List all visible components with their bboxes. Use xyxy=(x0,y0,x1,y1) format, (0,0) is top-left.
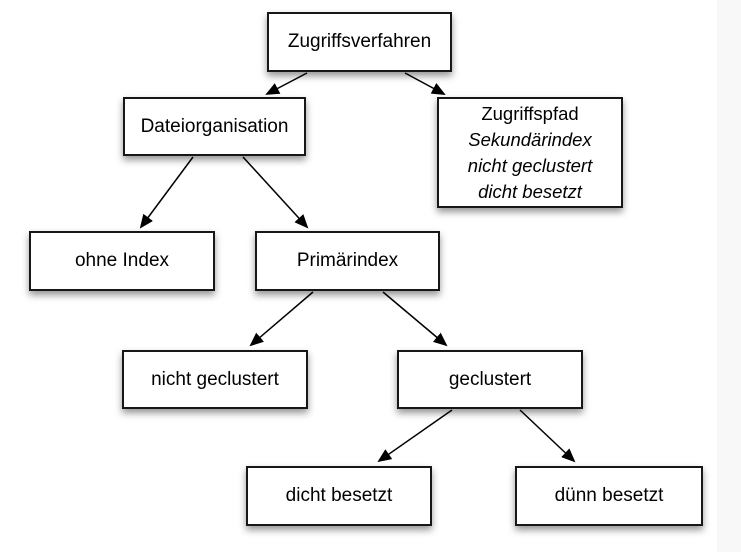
node-label: nicht geclustert xyxy=(151,368,279,390)
node-label: Dateiorganisation xyxy=(140,115,289,137)
node-label-line: nicht geclustert xyxy=(467,154,593,176)
node-zugriffsverfahren: Zugriffsverfahren xyxy=(267,12,452,72)
arrow-zugriffsverfahren-zugriffspfad xyxy=(404,72,446,95)
arrow-geclustert-duenn-besetzt xyxy=(519,409,576,463)
arrow-geclustert-dicht-besetzt xyxy=(377,409,453,463)
node-zugriffspfad: Zugriffspfad Sekundärindex nicht geclust… xyxy=(437,97,623,208)
node-ohne-index: ohne Index xyxy=(29,231,215,291)
arrow-dateiorganisation-primaerindex xyxy=(242,156,309,229)
arrow-primaerindex-nicht-geclustert xyxy=(249,291,314,347)
node-label: ohne Index xyxy=(74,250,170,271)
node-label: dünn besetzt xyxy=(554,485,664,506)
node-label-line: dicht besetzt xyxy=(478,180,582,202)
arrow-zugriffsverfahren-dateiorganisation xyxy=(265,72,308,95)
node-geclustert: geclustert xyxy=(397,350,583,409)
node-label: Primärindex xyxy=(296,250,399,271)
page-edge-strip xyxy=(717,0,741,552)
node-label: geclustert xyxy=(448,368,532,390)
arrow-primaerindex-geclustert xyxy=(382,291,448,347)
node-dicht-besetzt: dicht besetzt xyxy=(246,466,432,526)
node-nicht-geclustert: nicht geclustert xyxy=(122,350,308,409)
node-label-line: Sekundärindex xyxy=(468,128,592,150)
node-label-line: Zugriffspfad xyxy=(481,102,579,124)
node-duenn-besetzt: dünn besetzt xyxy=(515,466,703,526)
node-primaerindex: Primärindex xyxy=(255,231,440,291)
node-dateiorganisation: Dateiorganisation xyxy=(123,97,306,156)
arrow-dateiorganisation-ohne-index xyxy=(139,156,194,229)
node-label: dicht besetzt xyxy=(285,485,393,506)
node-label: Zugriffsverfahren xyxy=(287,31,432,52)
